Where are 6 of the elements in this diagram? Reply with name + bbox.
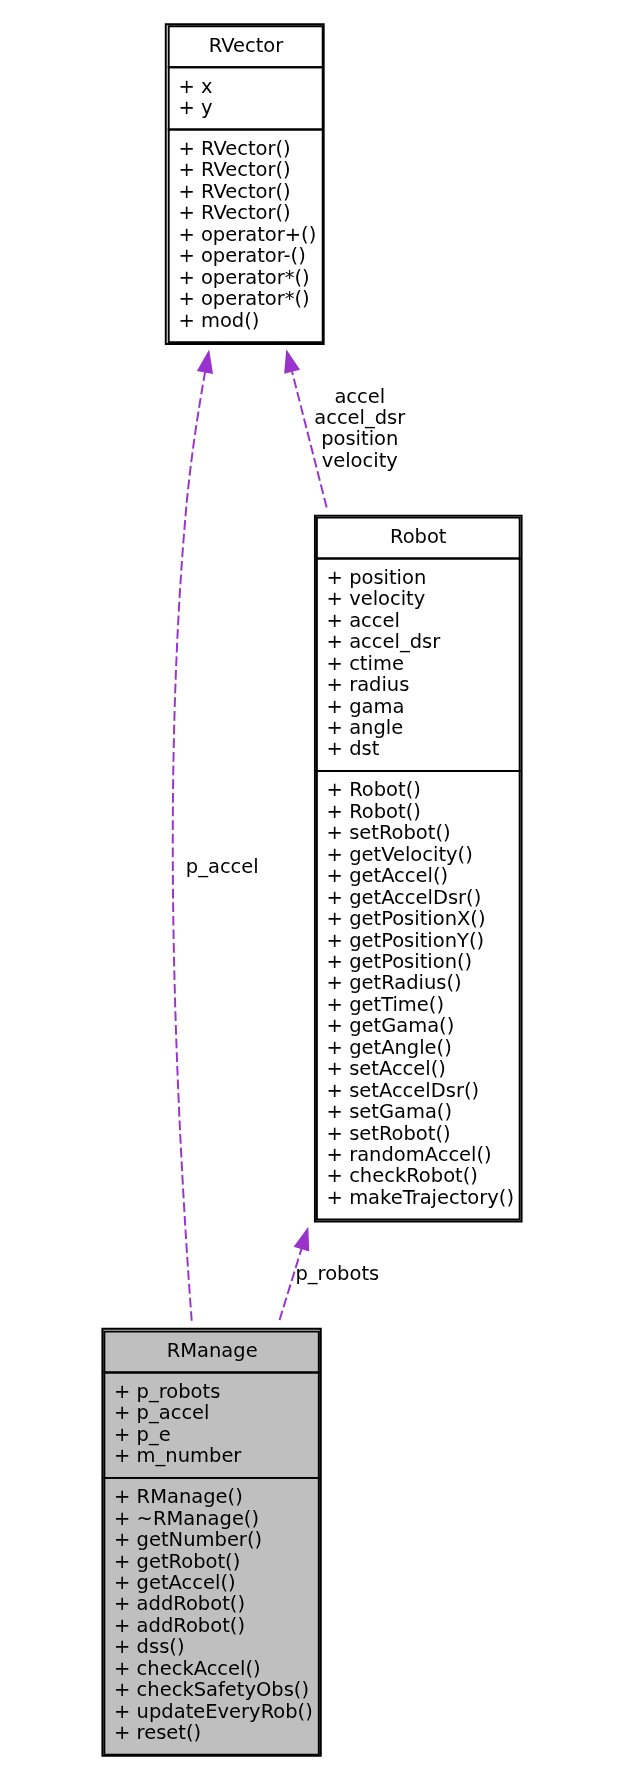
edge-label: accel accel_dsr position velocity bbox=[313, 384, 405, 472]
edge-label: p_robots bbox=[295, 1261, 379, 1285]
edge-label: p_accel bbox=[185, 855, 259, 879]
arrow bbox=[278, 1226, 309, 1321]
arrow bbox=[283, 349, 328, 509]
arrow bbox=[171, 349, 213, 1322]
